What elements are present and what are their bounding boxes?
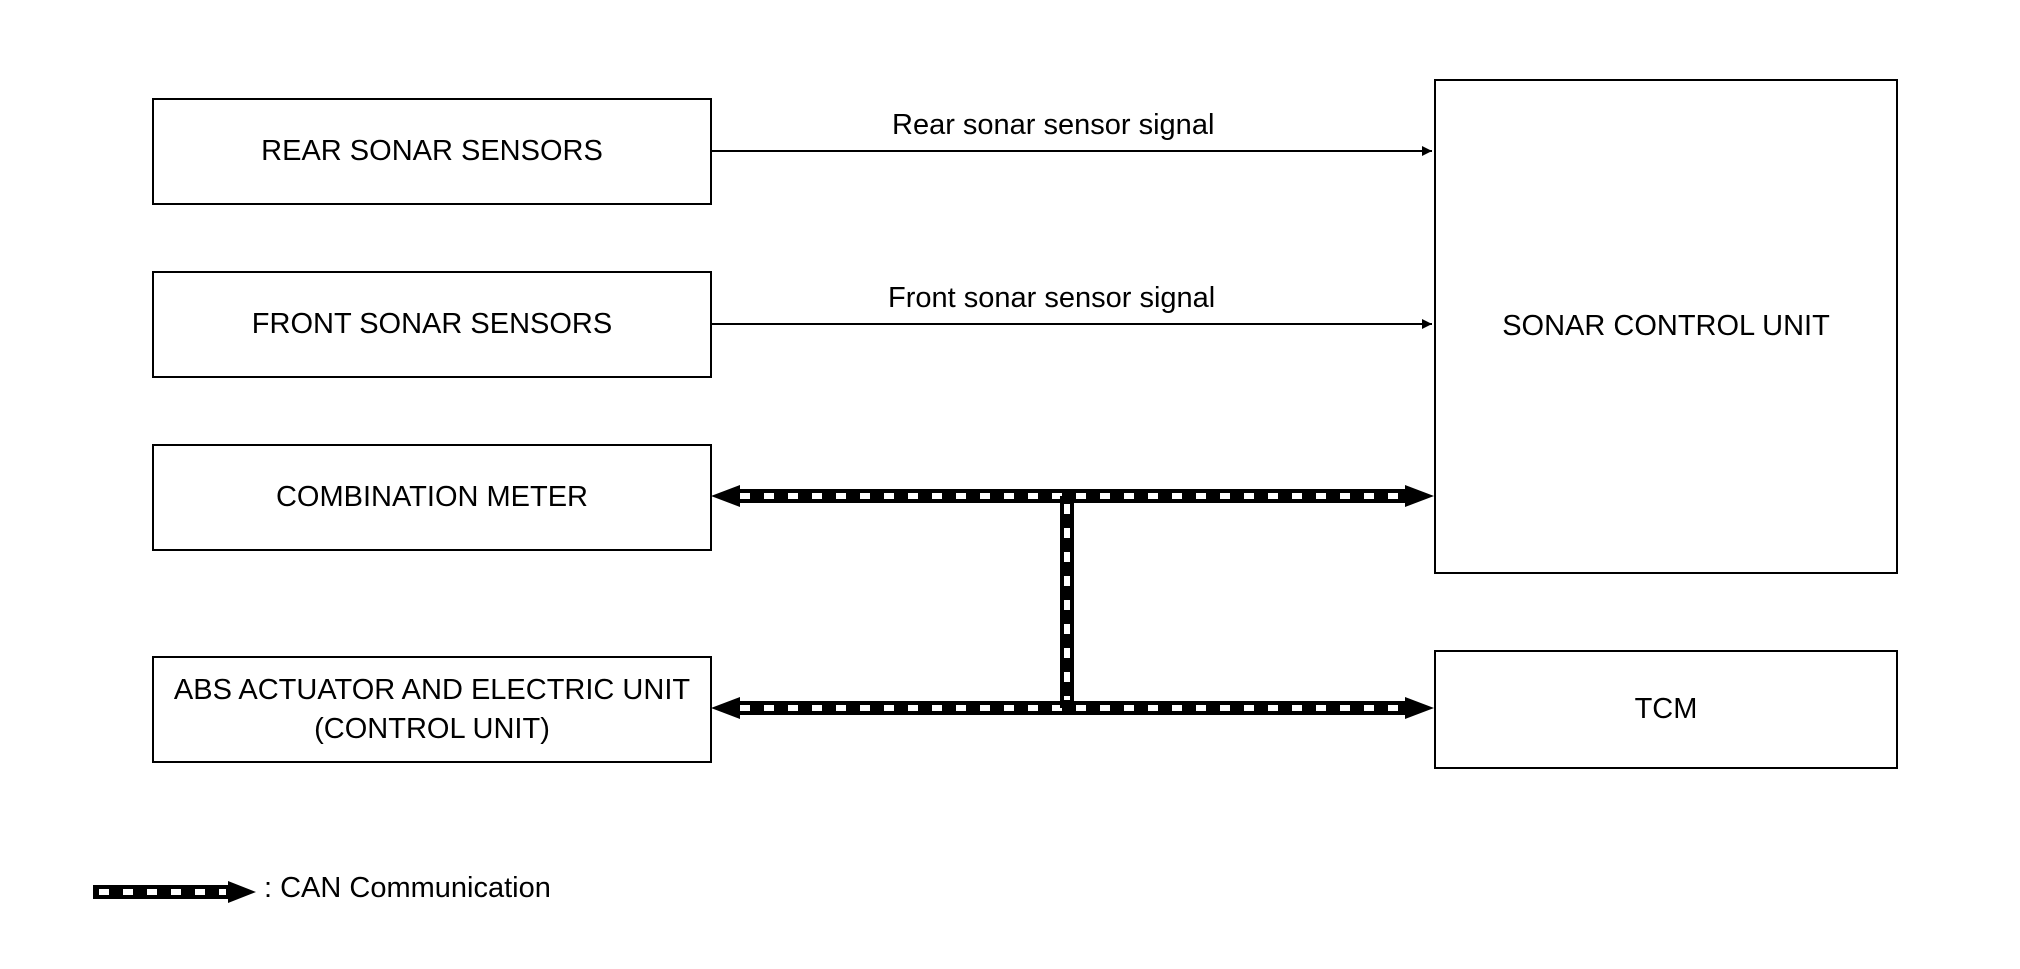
rear-sonar-sensors-box: REAR SONAR SENSORS [152, 98, 712, 205]
abs-actuator-label-line1: ABS ACTUATOR AND ELECTRIC UNIT [173, 673, 691, 706]
tcm-box: TCM [1434, 650, 1898, 769]
rear-sonar-sensors-label: REAR SONAR SENSORS [261, 135, 603, 167]
front-sonar-sensors-box: FRONT SONAR SENSORS [152, 271, 712, 378]
legend-can-label: : CAN Communication [264, 872, 551, 904]
abs-actuator-box: ABS ACTUATOR AND ELECTRIC UNIT (CONTROL … [152, 656, 712, 763]
combination-meter-box: COMBINATION METER [152, 444, 712, 551]
tcm-label: TCM [1634, 693, 1698, 725]
legend-can-sample [93, 881, 256, 903]
front-sonar-sensors-label: FRONT SONAR SENSORS [251, 308, 613, 340]
sonar-control-unit-label: SONAR CONTROL UNIT [1502, 310, 1830, 342]
front-signal-label: Front sonar sensor signal [888, 282, 1216, 314]
rear-signal-label: Rear sonar sensor signal [892, 109, 1215, 141]
abs-actuator-label-line2: (CONTROL UNIT) [314, 712, 550, 745]
combination-meter-label: COMBINATION METER [275, 481, 589, 513]
sonar-control-unit-box: SONAR CONTROL UNIT [1434, 79, 1898, 574]
